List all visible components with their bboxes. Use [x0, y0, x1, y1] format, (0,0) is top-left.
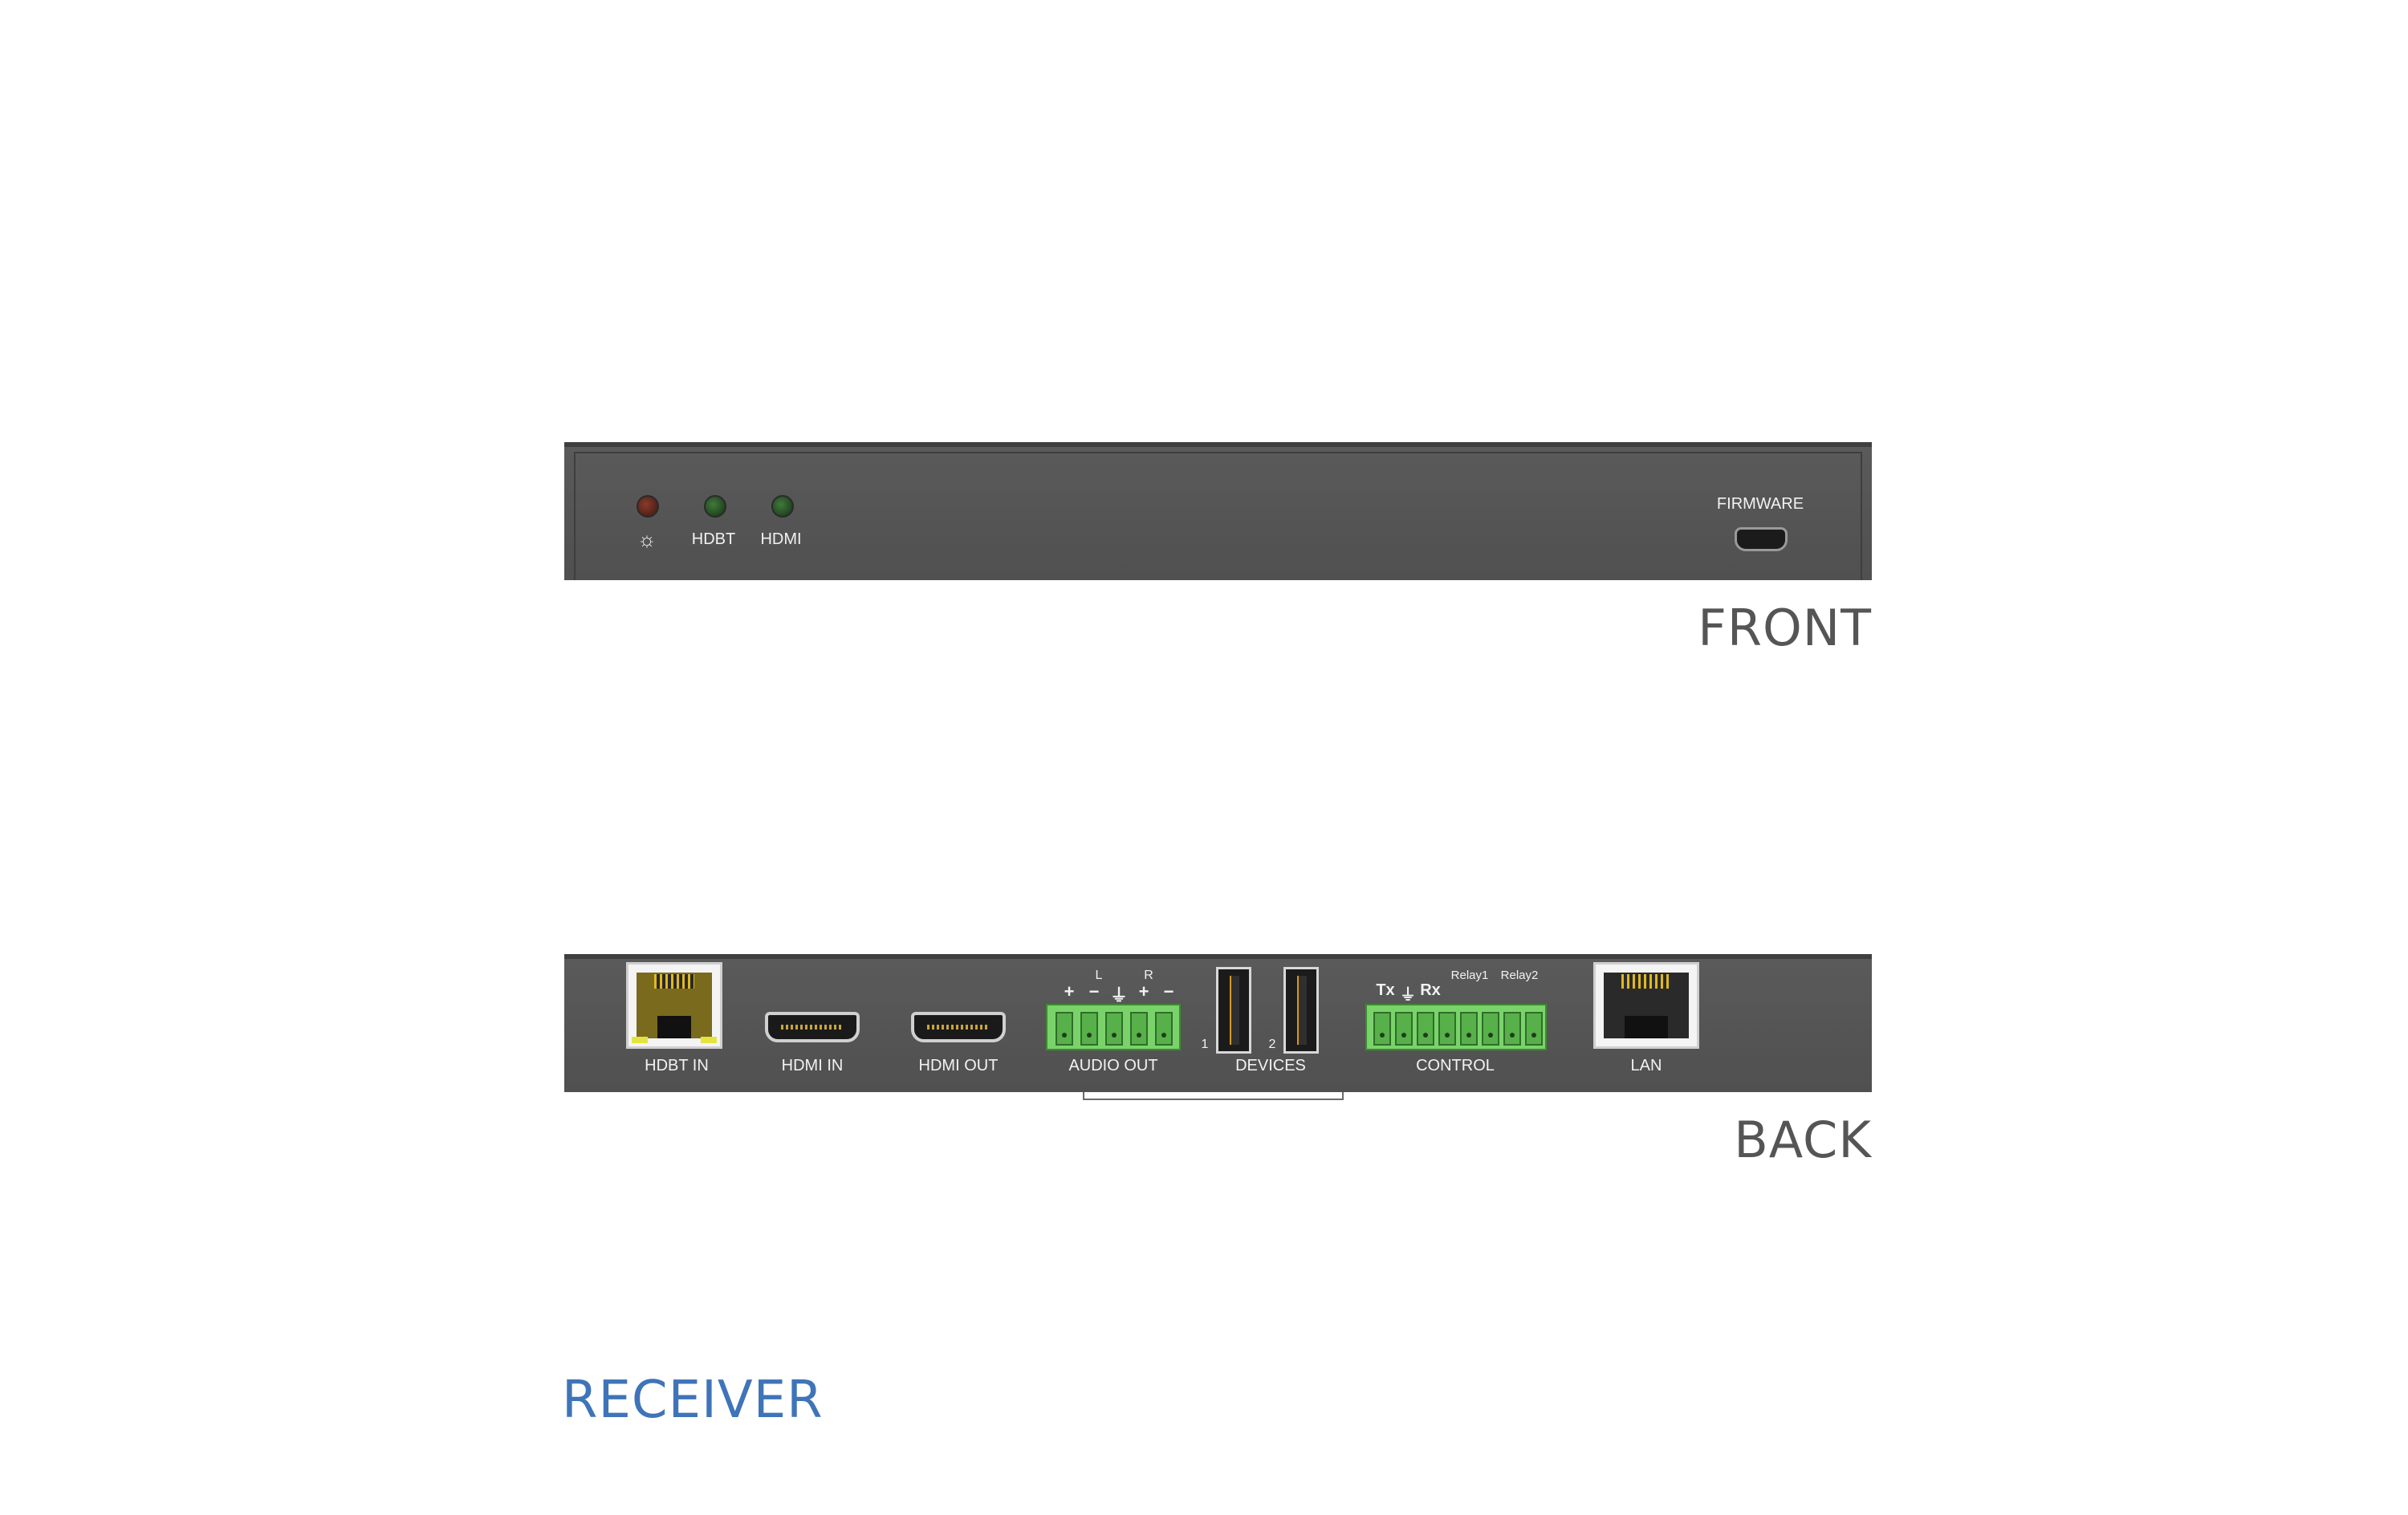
- hdmi-led-label: HDMI: [760, 530, 802, 548]
- back-view-label: BACK: [1734, 1111, 1872, 1169]
- firmware-usb-port[interactable]: [1735, 527, 1788, 551]
- power-led: [637, 495, 659, 518]
- control-tx-label: Tx: [1376, 981, 1395, 999]
- audio-pin-label: +: [1138, 981, 1149, 1001]
- audio-left-label: L: [1095, 969, 1103, 982]
- control-terminal[interactable]: [1365, 1004, 1547, 1050]
- devices-usb-port-2[interactable]: [1283, 967, 1319, 1054]
- audio-pin-label: −: [1088, 981, 1100, 1001]
- firmware-label: FIRMWARE: [1716, 495, 1804, 513]
- hdmi-led: [771, 495, 794, 518]
- front-bezel: [574, 452, 1862, 580]
- front-view-label: FRONT: [1698, 599, 1872, 657]
- hdbt-in-label: HDBT IN: [645, 1057, 709, 1074]
- devices-label: DEVICES: [1235, 1057, 1306, 1074]
- audio-pin-label: −: [1163, 981, 1174, 1001]
- control-rx-label: Rx: [1420, 981, 1441, 999]
- lan-port[interactable]: [1593, 962, 1699, 1049]
- front-panel: ☼ HDBT HDMI FIRMWARE: [564, 442, 1872, 580]
- lan-label: LAN: [1630, 1057, 1662, 1074]
- control-relay1-label: Relay1: [1450, 969, 1489, 982]
- audio-right-label: R: [1144, 969, 1153, 982]
- receiver-title: RECEIVER: [562, 1371, 824, 1430]
- hdbt-in-port[interactable]: [626, 962, 722, 1049]
- back-panel-tray: [1083, 1092, 1344, 1100]
- audio-pin-label: +: [1064, 981, 1075, 1001]
- hdbt-led: [704, 495, 726, 518]
- audio-out-label: AUDIO OUT: [1068, 1057, 1158, 1074]
- control-ground-label: ⏚: [1400, 986, 1416, 1004]
- device-number-1: 1: [1201, 1038, 1209, 1051]
- hdbt-jack: [637, 973, 712, 1038]
- back-panel: HDBT IN HDMI IN HDMI OUT L R + − ⏚ + − A…: [564, 954, 1872, 1092]
- hdbt-led-label: HDBT: [691, 530, 736, 548]
- device-number-2: 2: [1268, 1038, 1276, 1051]
- hdmi-out-label: HDMI OUT: [918, 1057, 999, 1074]
- hdmi-in-label: HDMI IN: [781, 1057, 844, 1074]
- control-label: CONTROL: [1416, 1057, 1495, 1074]
- audio-out-terminal[interactable]: [1046, 1004, 1181, 1050]
- power-icon: ☼: [637, 527, 657, 551]
- audio-pin-label: ⏚: [1110, 985, 1129, 1005]
- hdmi-out-port[interactable]: [911, 1012, 1006, 1042]
- control-relay2-label: Relay2: [1500, 969, 1539, 982]
- hdmi-in-port[interactable]: [765, 1012, 860, 1042]
- devices-usb-port-1[interactable]: [1216, 967, 1251, 1054]
